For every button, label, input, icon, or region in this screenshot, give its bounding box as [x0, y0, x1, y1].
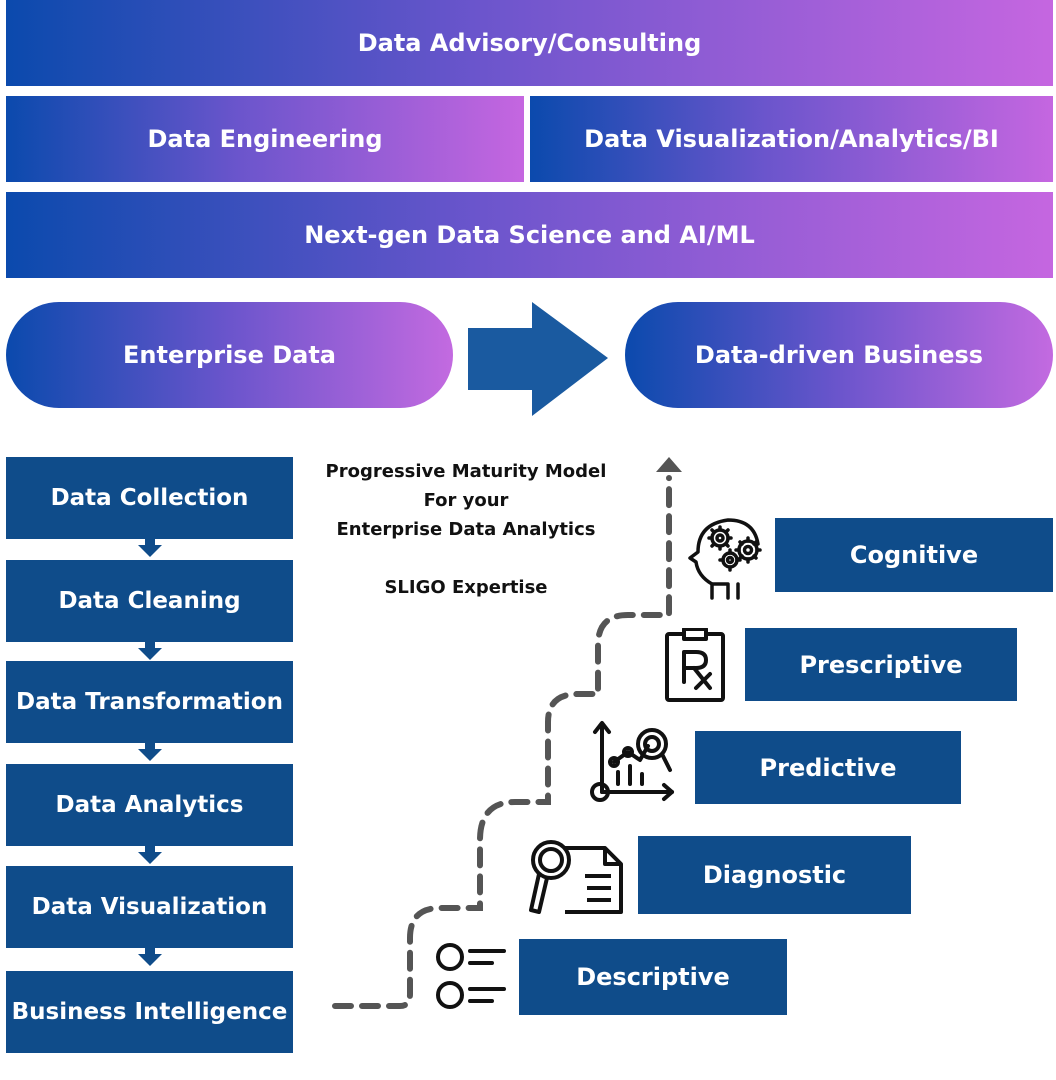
- caption-line: SLIGO Expertise: [384, 577, 548, 598]
- service-band-data-science: Next-gen Data Science and AI/ML: [6, 192, 1053, 278]
- enterprise-data-label: Enterprise Data: [122, 341, 336, 369]
- pipeline-step: Data Analytics: [6, 764, 293, 846]
- pipeline-step: Data Collection: [6, 457, 293, 539]
- down-arrow-icon: [138, 852, 162, 864]
- pipeline-step-label: Data Visualization: [31, 894, 268, 920]
- service-visualization-label: Data Visualization/Analytics/BI: [584, 125, 999, 153]
- maturity-level-prescriptive: Prescriptive: [745, 628, 1017, 701]
- connector-stem: [145, 743, 155, 751]
- pipeline-step: Data Transformation: [6, 661, 293, 743]
- right-arrow-icon: [468, 300, 612, 418]
- head-gears-icon: [688, 514, 768, 600]
- maturity-level-label: Prescriptive: [799, 650, 963, 679]
- service-engineering-label: Data Engineering: [147, 125, 383, 153]
- checklist-icon: [434, 940, 508, 1014]
- service-band-visualization: Data Visualization/Analytics/BI: [530, 96, 1053, 182]
- maturity-level-label: Diagnostic: [702, 861, 847, 889]
- caption-line: Progressive Maturity Model: [325, 461, 607, 482]
- connector-stem: [145, 948, 155, 956]
- maturity-level-diagnostic: Diagnostic: [638, 836, 911, 914]
- maturity-model-caption: Progressive Maturity Model For your Ente…: [306, 457, 626, 602]
- down-arrow-icon: [138, 954, 162, 966]
- maturity-level-label: Predictive: [759, 753, 897, 782]
- magnifier-document-icon: [525, 836, 625, 916]
- down-arrow-icon: [138, 545, 162, 557]
- connector-stem: [145, 642, 155, 650]
- down-arrow-icon: [138, 749, 162, 761]
- data-driven-business-pill: Data-driven Business: [625, 302, 1053, 408]
- service-advisory-label: Data Advisory/Consulting: [357, 29, 702, 57]
- maturity-level-label: Cognitive: [849, 541, 979, 569]
- pipeline-step-label: Data Collection: [50, 485, 249, 511]
- pipeline-step: Data Visualization: [6, 866, 293, 948]
- chart-search-icon: [588, 718, 676, 806]
- service-band-advisory: Data Advisory/Consulting: [6, 0, 1053, 86]
- service-data-science-label: Next-gen Data Science and AI/ML: [304, 221, 755, 249]
- prescription-icon: [664, 628, 726, 704]
- down-arrow-icon: [138, 648, 162, 660]
- maturity-level-predictive: Predictive: [695, 731, 961, 804]
- connector-stem: [145, 846, 155, 854]
- maturity-level-label: Descriptive: [576, 963, 730, 991]
- pipeline-step-label: Business Intelligence: [11, 999, 288, 1025]
- pipeline-step-label: Data Transformation: [16, 689, 283, 715]
- pipeline-step-label: Data Analytics: [55, 792, 244, 818]
- maturity-level-descriptive: Descriptive: [519, 939, 787, 1015]
- enterprise-data-pill: Enterprise Data: [6, 302, 453, 408]
- service-band-engineering: Data Engineering: [6, 96, 524, 182]
- data-driven-business-label: Data-driven Business: [694, 341, 984, 369]
- caption-line: For your: [423, 490, 509, 511]
- pipeline-step: Data Cleaning: [6, 560, 293, 642]
- caption-line: Enterprise Data Analytics: [336, 519, 596, 540]
- maturity-level-cognitive: Cognitive: [775, 518, 1053, 592]
- pipeline-step: Business Intelligence: [6, 971, 293, 1053]
- connector-stem: [145, 539, 155, 547]
- pipeline-step-label: Data Cleaning: [58, 588, 241, 614]
